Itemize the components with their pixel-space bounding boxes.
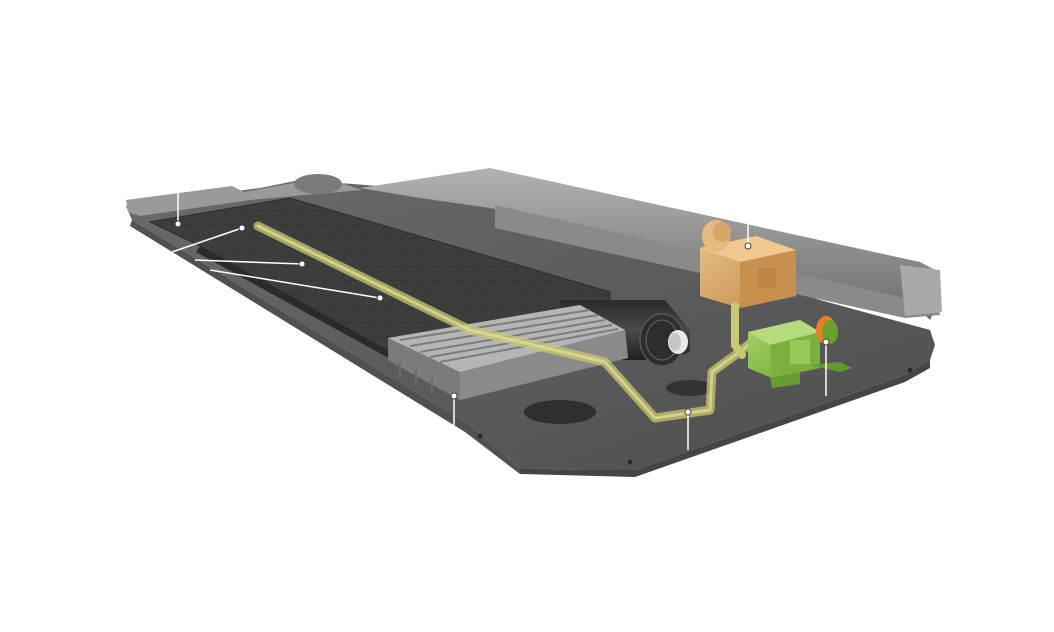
- tray-back-wall: [360, 168, 940, 320]
- callout-tank: [744, 222, 752, 250]
- rail-end-cap: [900, 265, 942, 316]
- callout-plate-mid: [194, 259, 306, 268]
- callout-pump: [822, 338, 830, 396]
- floor-recess: [524, 400, 596, 424]
- callouts: [171, 188, 830, 450]
- callout-plate-top: [171, 224, 246, 253]
- tray-front-lip: [130, 220, 520, 474]
- rim-bump: [294, 174, 342, 194]
- floor-recess-2: [666, 380, 714, 396]
- heat-pipe: [253, 221, 765, 423]
- callout-tray: [174, 188, 182, 228]
- callout-heat-pipe: [684, 408, 692, 450]
- callout-end-block: [450, 392, 458, 428]
- pump: [748, 316, 852, 388]
- callout-plate-front: [209, 269, 384, 302]
